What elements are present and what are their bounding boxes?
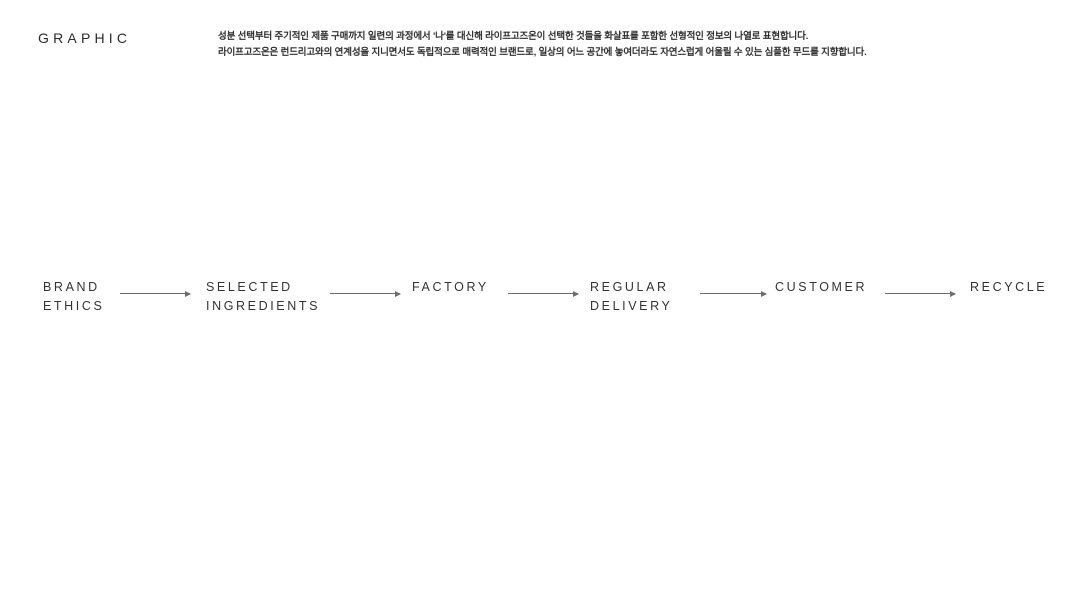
arrow-shaft bbox=[508, 293, 578, 294]
arrow-shaft bbox=[330, 293, 400, 294]
flow-node-label-line-2: DELIVERY bbox=[590, 299, 673, 313]
header-description: 성분 선택부터 주기적인 제품 구매까지 일련의 과정에서 '나'를 대신해 라… bbox=[218, 29, 918, 61]
arrow-head-icon bbox=[395, 290, 401, 297]
flow-node-label-line-2: INGREDIENTS bbox=[206, 299, 321, 313]
flow-node-brand-ethics: BRAND ETHICS bbox=[43, 278, 104, 316]
flow-node-label-line-1: FACTORY bbox=[412, 280, 489, 294]
arrow-head-icon bbox=[185, 290, 191, 297]
flow-node-label-line-1: SELECTED bbox=[206, 280, 293, 294]
header-description-line-2: 라이프고즈온은 런드리고와의 연계성을 지니면서도 독립적으로 매력적인 브랜드… bbox=[218, 47, 867, 58]
arrow-shaft bbox=[700, 293, 766, 294]
flow-node-customer: CUSTOMER bbox=[775, 278, 867, 297]
flow-node-label-line-1: CUSTOMER bbox=[775, 280, 868, 294]
flow-arrow-4 bbox=[700, 290, 767, 297]
flow-node-regular-delivery: REGULAR DELIVERY bbox=[590, 278, 672, 316]
flow-node-label-line-2: ETHICS bbox=[43, 299, 105, 313]
flow-node-label-line-1: BRAND bbox=[43, 280, 100, 294]
flow-arrow-3 bbox=[508, 290, 579, 297]
flow-node-recycle: RECYCLE bbox=[970, 278, 1047, 297]
brand-flow-diagram: BRAND ETHICS SELECTED INGREDIENTS FACTOR… bbox=[0, 278, 1080, 328]
flow-node-label-line-1: REGULAR bbox=[590, 280, 669, 294]
arrow-head-icon bbox=[950, 290, 956, 297]
page-title: GRAPHIC bbox=[38, 30, 132, 46]
flow-node-selected-ingredients: SELECTED INGREDIENTS bbox=[206, 278, 320, 316]
flow-arrow-2 bbox=[330, 290, 401, 297]
flow-node-label-line-1: RECYCLE bbox=[970, 280, 1048, 294]
flow-arrow-5 bbox=[885, 290, 956, 297]
arrow-head-icon bbox=[573, 290, 579, 297]
flow-node-factory: FACTORY bbox=[412, 278, 489, 297]
arrow-shaft bbox=[885, 293, 955, 294]
header-description-line-1: 성분 선택부터 주기적인 제품 구매까지 일련의 과정에서 '나'를 대신해 라… bbox=[218, 31, 809, 42]
flow-arrow-1 bbox=[120, 290, 191, 297]
arrow-shaft bbox=[120, 293, 190, 294]
page-header: GRAPHIC 성분 선택부터 주기적인 제품 구매까지 일련의 과정에서 '나… bbox=[0, 0, 1080, 90]
arrow-head-icon bbox=[761, 290, 767, 297]
